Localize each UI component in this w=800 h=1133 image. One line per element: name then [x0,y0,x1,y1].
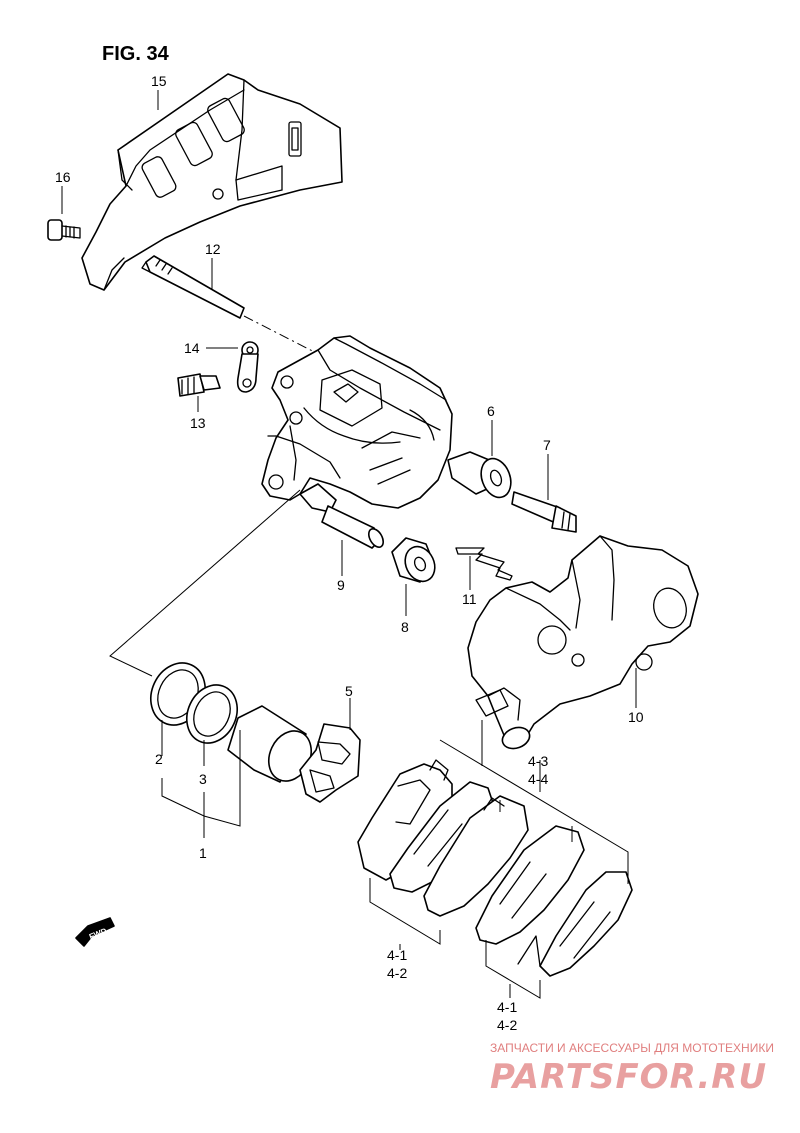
part-6-boot [447,451,512,499]
watermark-brand: PARTSFOR.RU [490,1057,767,1097]
part-11-pad-spring [455,547,513,581]
callout-10: 10 [628,709,644,725]
callout-15: 15 [151,73,167,89]
callout-14: 14 [184,340,200,356]
part-13-bleeder-valve [177,373,221,397]
part-8-boot [391,537,436,583]
callout-1: 1 [199,845,207,861]
callout-2: 2 [155,751,163,767]
part-1-piston [227,705,312,783]
callout-4-1-b: 4-1 [497,999,517,1015]
caliper-body [261,335,453,509]
callout-11: 11 [462,591,477,607]
callout-3: 3 [199,771,207,787]
part-5-pad-shim [299,723,361,803]
callout-16: 16 [55,169,71,185]
callout-6: 6 [487,403,495,419]
part-7-pin-bolt [511,491,577,533]
callout-12: 12 [205,241,221,257]
part-12-pin [141,255,245,319]
callout-13: 13 [190,415,206,431]
part-9-slide-pin [299,483,385,549]
callout-9: 9 [337,577,345,593]
callout-4-2-b: 4-2 [497,1017,517,1033]
callout-5: 5 [345,683,353,699]
callout-4-2-a: 4-2 [387,965,407,981]
part-16-screw [47,219,81,241]
watermark-tagline: ЗАПЧАСТИ И АКСЕССУАРЫ ДЛЯ МОТОТЕХНИКИ [490,1041,774,1055]
callout-4-1-a: 4-1 [387,947,407,963]
callout-4-4: 4-4 [528,771,548,787]
part-3-dust-seal [186,684,238,744]
brake-pad-set-rear [423,795,633,977]
part-15-caliper-guard [81,73,343,291]
fwd-arrow-icon: FWD [75,917,115,947]
callout-4-3: 4-3 [528,753,548,769]
callout-7: 7 [543,437,551,453]
callout-8: 8 [401,619,409,635]
part-10-caliper-bracket [467,535,699,750]
part-14-bleeder-cap [236,341,259,393]
figure-title: FIG. 34 [102,43,170,65]
